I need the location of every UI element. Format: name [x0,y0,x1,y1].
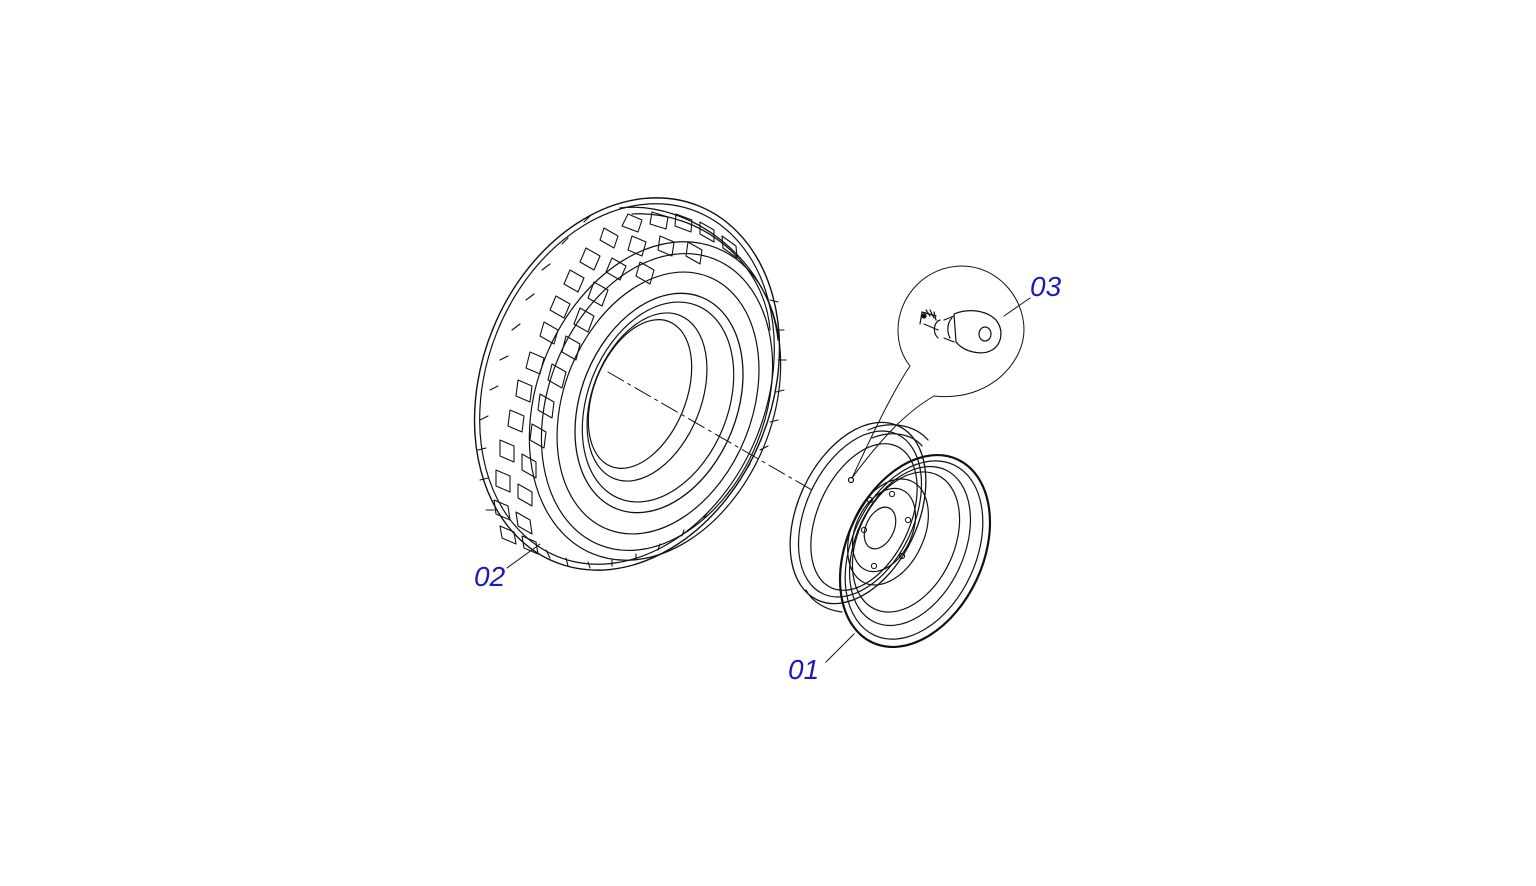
leader-line-02 [506,543,541,569]
axis-center-line [607,371,813,491]
leader-line-01 [825,633,855,663]
valve-detail-drawing [851,265,1025,479]
tread-lugs [477,211,787,569]
leader-lines [506,297,1031,663]
leader-line-03 [1003,297,1031,317]
bolt-holes [860,490,912,570]
rim-drawing [789,421,992,649]
tire-drawing [473,197,787,571]
callout-label-03: 03 [1030,271,1062,302]
callout-label-01: 01 [788,654,820,685]
valve-hole [847,476,855,484]
callout-label-02: 02 [474,561,506,592]
